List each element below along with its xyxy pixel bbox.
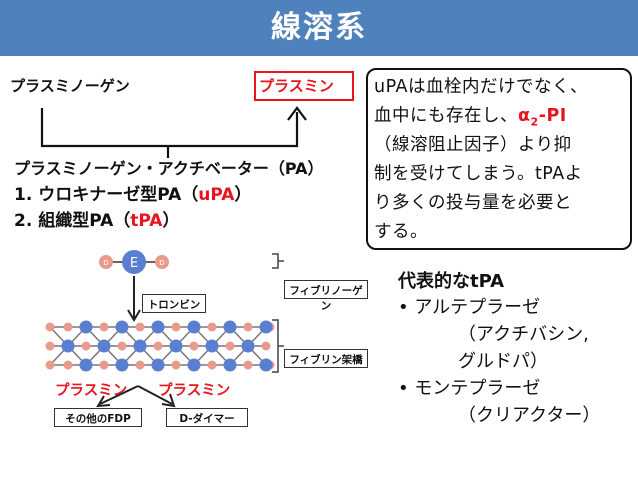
d-domain-right-label: D	[159, 259, 164, 267]
callout-box	[366, 68, 632, 250]
pa-item-1: 1. ウロキナーゼ型PA（uPA）	[14, 185, 252, 205]
bullet-icon: •	[398, 297, 409, 318]
callout-line-5: り多くの投与量を必要と	[374, 193, 572, 213]
slide-title: 線溶系	[271, 10, 367, 45]
tpa-item-1-sub-2: グルドパ）	[458, 351, 548, 372]
plasmin-box	[254, 71, 354, 101]
d-domain-left-label: D	[103, 259, 108, 267]
other-fdp-label: その他のFDP	[54, 408, 142, 427]
title-bar	[0, 0, 638, 56]
plasminogen-label: プラスミノーゲン	[10, 77, 130, 95]
fibrinolysis-diagram: E D D	[45, 250, 284, 408]
plasmin-label: プラスミン	[259, 77, 334, 95]
tpa-item-2: • モンテプラーゼ	[398, 378, 541, 399]
e-domain-label: E	[130, 256, 138, 271]
d-dimer-label: D-ダイマー	[166, 408, 248, 427]
callout-line-3: （線溶阻止因子）より抑	[374, 135, 572, 155]
fibrin-crosslink-label: フィブリン架橋	[284, 349, 368, 368]
callout-line-2: 血中にも存在し、α2-PI	[374, 106, 567, 129]
activator-label: プラスミノーゲン・アクチベーター（PA）	[14, 159, 324, 178]
plasmin-diagram-left: プラスミン	[55, 383, 128, 399]
pa-item-2: 2. 組織型PA（tPA）	[14, 211, 180, 231]
bullet-icon: •	[398, 378, 409, 399]
fibrinogen-label: フィブリノーゲン	[284, 280, 368, 312]
callout-line-6: する。	[374, 222, 428, 242]
tpa-item-1: • アルテプラーゼ	[398, 297, 541, 318]
callout-line-4: 制を受けてしまう。tPAよ	[374, 164, 583, 184]
tpa-item-1-sub-1: （アクチバシン,	[458, 324, 589, 345]
tpa-item-2-sub: （クリアクター）	[458, 405, 601, 426]
plasmin-diagram-right: プラスミン	[158, 383, 231, 399]
conversion-arrow	[40, 106, 307, 158]
thrombin-label: トロンビン	[142, 294, 206, 313]
tpa-heading: 代表的なtPA	[398, 271, 505, 292]
callout-line-1: uPAは血栓内だけでなく、	[374, 77, 588, 97]
